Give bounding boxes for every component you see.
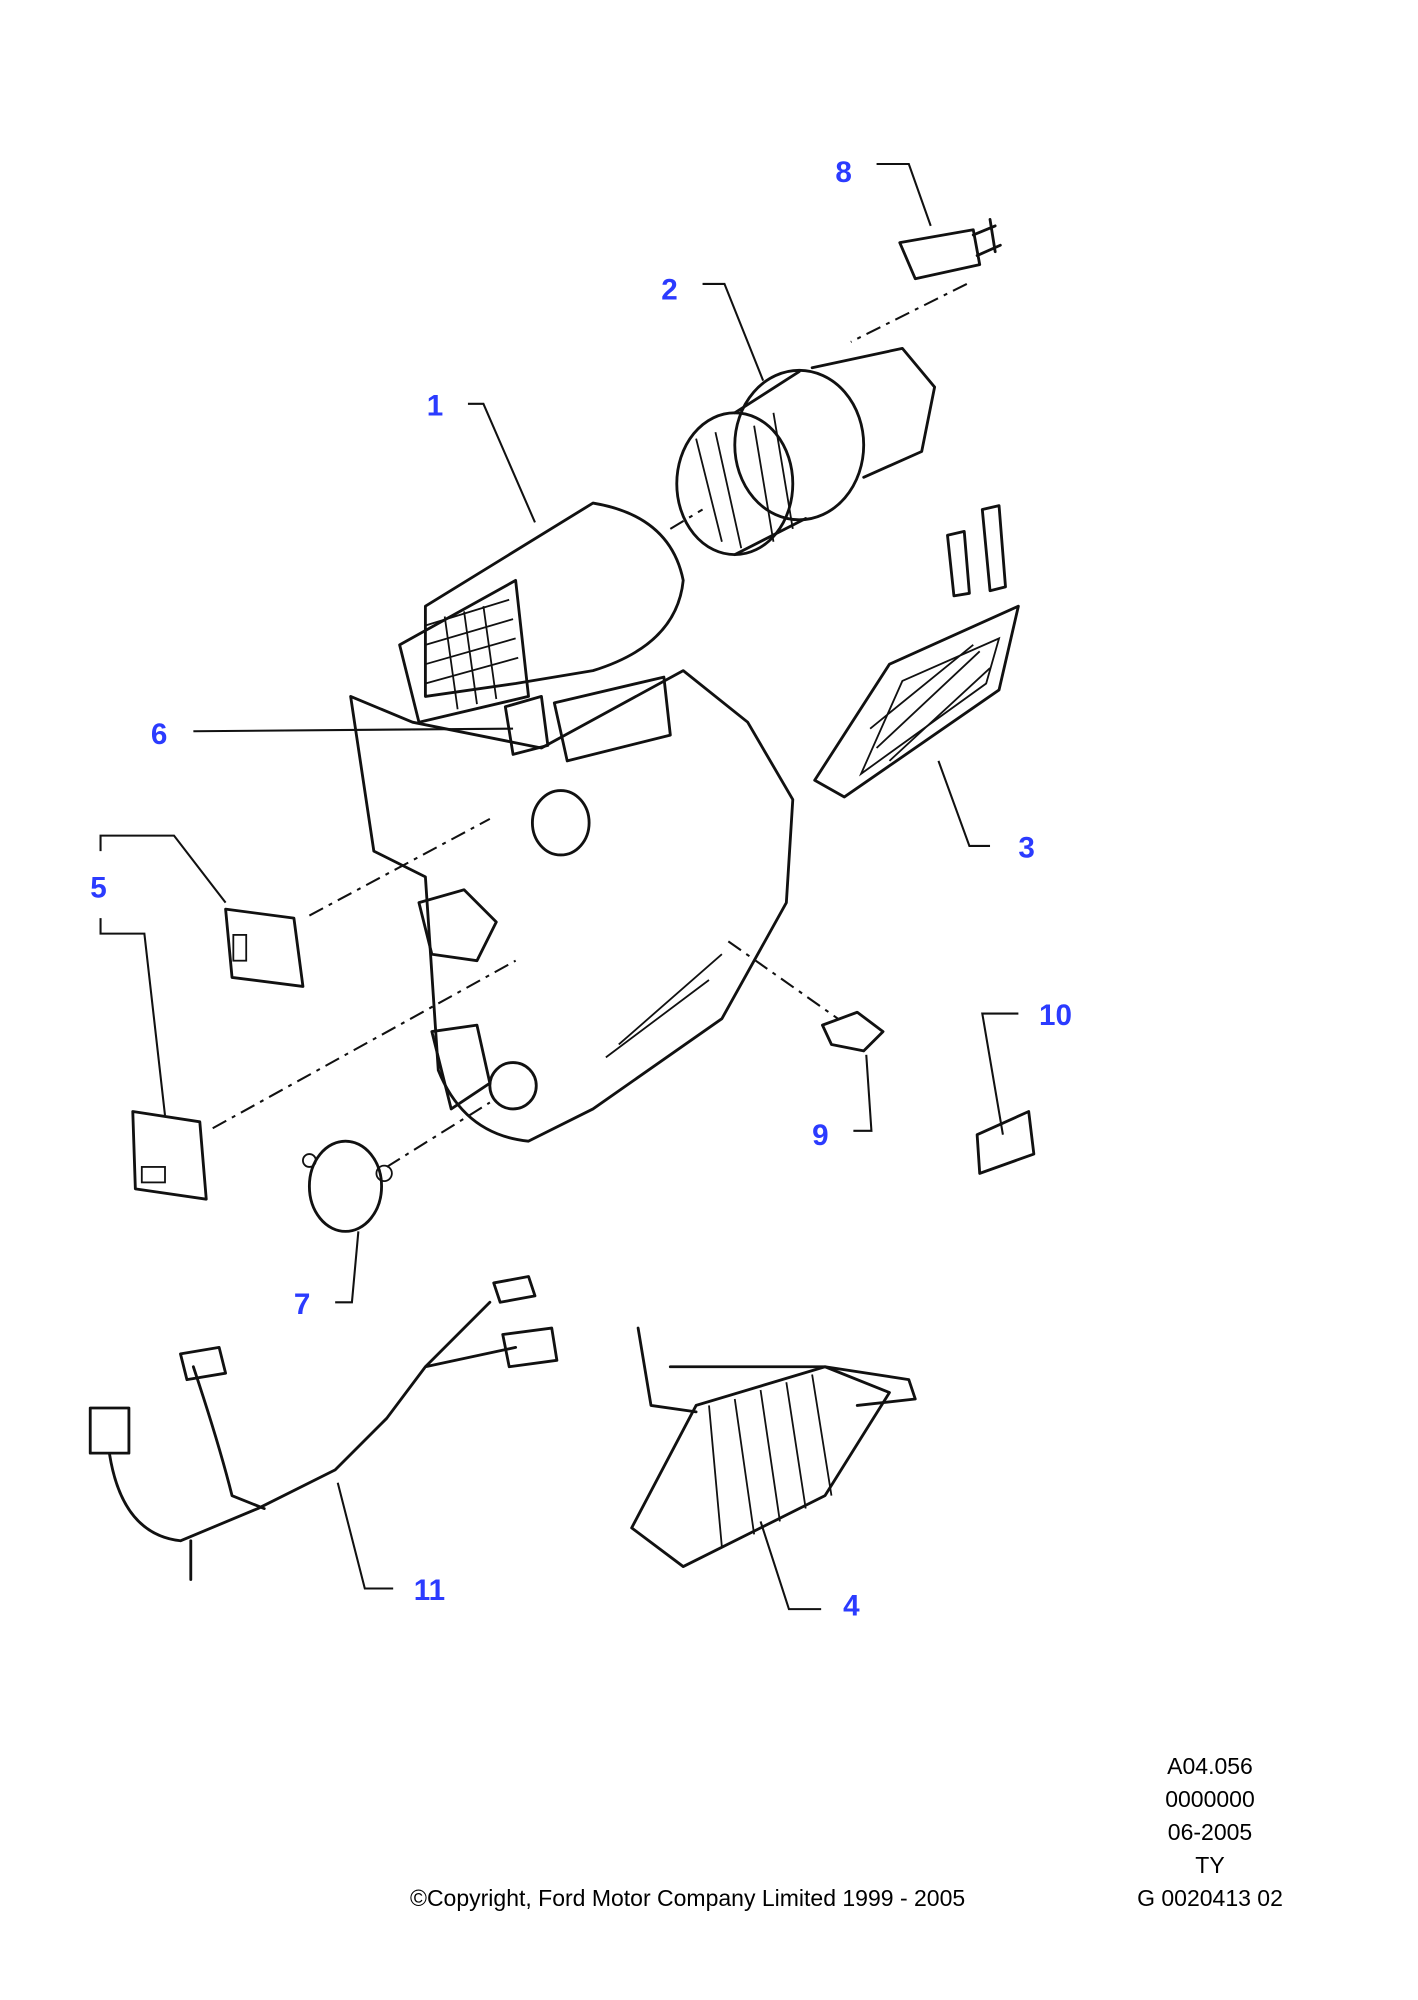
part-4-evaporator (630, 1326, 917, 1568)
assembly-lines (212, 282, 968, 1168)
ref-code: A04.056 (1167, 1753, 1253, 1779)
part-6-switch (503, 695, 550, 756)
part-11-wiring-harness (88, 1275, 559, 1581)
part-1-heater-housing (349, 501, 795, 1143)
leader-lines (99, 162, 1019, 1611)
part-9-clip (821, 1010, 885, 1053)
drawing-reference-block: A04.056 0000000 06-2005 TY G 0020413 02 (1110, 1750, 1310, 1915)
copyright-notice: ©Copyright, Ford Motor Company Limited 1… (410, 1885, 966, 1911)
callout-4: 4 (843, 1590, 860, 1623)
callout-11: 11 (414, 1574, 445, 1607)
part-7-cover (302, 1139, 393, 1233)
callout-7: 7 (294, 1288, 310, 1321)
part-3-heater-core (813, 504, 1020, 799)
ref-number: 0000000 (1165, 1786, 1255, 1812)
callout-1: 1 (427, 389, 443, 422)
part-8-resistor (898, 218, 1002, 281)
callout-10: 10 (1039, 999, 1072, 1032)
callout-2: 2 (661, 273, 677, 306)
ref-date: 06-2005 (1167, 1819, 1253, 1845)
part-2-blower-motor (675, 346, 937, 557)
callout-9: 9 (812, 1119, 828, 1152)
callout-5: 5 (90, 872, 106, 905)
ref-tag: TY (1195, 1852, 1225, 1878)
callout-6: 6 (151, 718, 167, 751)
ref-drawing-id: G 0020413 02 (1137, 1885, 1283, 1911)
part-10-clip (975, 1110, 1036, 1175)
callout-3: 3 (1018, 832, 1034, 865)
part-5-control-modules (131, 907, 305, 1201)
callout-8: 8 (835, 156, 851, 189)
